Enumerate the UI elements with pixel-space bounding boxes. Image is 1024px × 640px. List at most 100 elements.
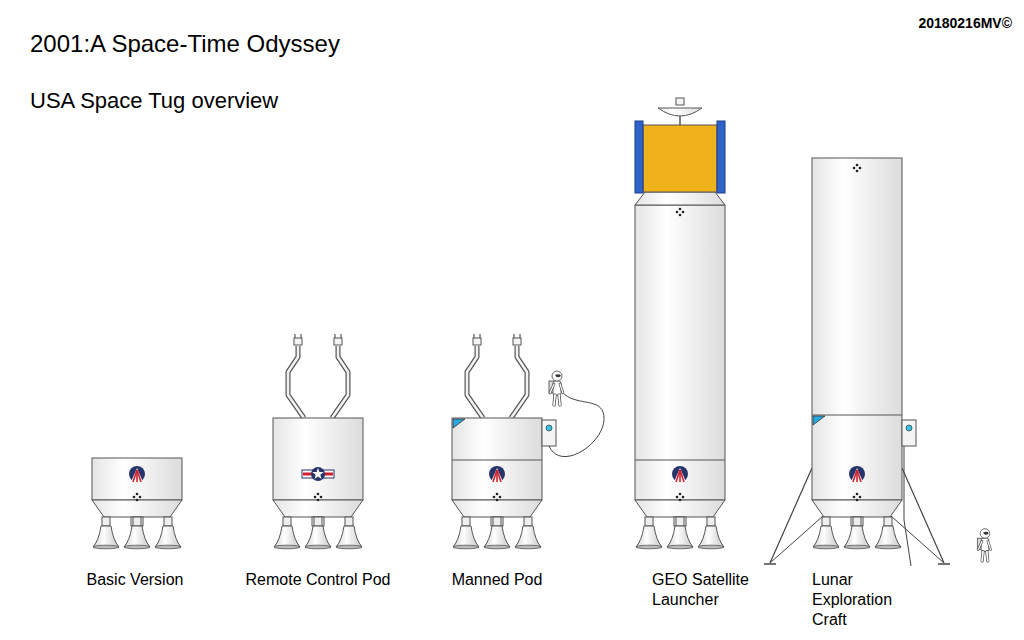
emblem-stripe bbox=[493, 470, 497, 482]
suit-arms-fill bbox=[550, 384, 563, 393]
rcs-dot bbox=[679, 499, 682, 502]
emblem-stripe bbox=[133, 470, 137, 482]
rcs-dot bbox=[317, 499, 320, 502]
engine-mount bbox=[131, 517, 143, 526]
nozzle-exit bbox=[453, 545, 479, 549]
roundel-disc bbox=[311, 467, 325, 481]
nozzle-exit bbox=[844, 545, 870, 549]
arm-claw bbox=[513, 338, 521, 345]
nozzle-exit bbox=[155, 545, 181, 549]
claw-finger bbox=[479, 334, 480, 338]
antenna-dish bbox=[658, 108, 702, 116]
arm-frame-inner bbox=[467, 346, 483, 418]
tug-body bbox=[812, 158, 902, 500]
tug-body bbox=[273, 418, 363, 500]
umbilical-line bbox=[904, 446, 911, 566]
claw-finger bbox=[340, 334, 341, 338]
suit-arms bbox=[978, 541, 990, 550]
suit-arms-fill bbox=[978, 541, 990, 550]
nozzle-exit bbox=[274, 545, 300, 549]
arm-frame-inner bbox=[511, 346, 527, 418]
nozzle-exit bbox=[124, 545, 150, 549]
engine-mount bbox=[491, 517, 503, 526]
airlock-port bbox=[906, 425, 912, 431]
emblem-stripe bbox=[853, 470, 857, 482]
nozzle-exit bbox=[813, 545, 839, 549]
engine-throat bbox=[164, 517, 172, 526]
rcs-dot bbox=[676, 211, 679, 214]
thrust-skirt bbox=[635, 500, 725, 517]
visor bbox=[555, 374, 561, 377]
rcs-dot bbox=[856, 164, 859, 167]
rcs-dot bbox=[679, 493, 682, 496]
arm-claw bbox=[294, 338, 302, 345]
window-triangle bbox=[453, 419, 465, 428]
emblem-disc bbox=[489, 466, 505, 482]
arm-claw bbox=[334, 338, 342, 345]
rcs-dot bbox=[859, 167, 862, 170]
rcs-dot bbox=[676, 496, 679, 499]
rcs-dot bbox=[499, 496, 502, 499]
claw-finger bbox=[334, 334, 335, 338]
engine-throat bbox=[102, 517, 110, 526]
emblem-stripe bbox=[857, 470, 861, 482]
emblem-field bbox=[674, 468, 686, 482]
tug-body bbox=[92, 458, 182, 500]
emblem-field bbox=[131, 468, 143, 482]
claw-finger bbox=[513, 334, 514, 338]
claw-finger bbox=[294, 334, 295, 338]
space-tug bbox=[452, 418, 556, 549]
rcs-dot bbox=[853, 167, 856, 170]
subtitle: USA Space Tug overview bbox=[30, 88, 350, 114]
nozzle-exit bbox=[698, 545, 724, 549]
rcs-dot bbox=[856, 170, 859, 173]
thrust-skirt bbox=[452, 500, 542, 517]
rcs-dot bbox=[682, 211, 685, 214]
engine-throat bbox=[283, 517, 291, 526]
engine-bell bbox=[813, 526, 839, 547]
claw-finger bbox=[519, 334, 520, 338]
space-tug bbox=[273, 418, 363, 549]
emblem-field bbox=[491, 468, 503, 482]
engine-bell bbox=[875, 526, 901, 547]
engine-mount bbox=[851, 517, 863, 526]
rcs-dot bbox=[856, 499, 859, 502]
rcs-dot bbox=[314, 496, 317, 499]
thrust-skirt bbox=[273, 500, 363, 517]
antenna-feed bbox=[676, 98, 684, 105]
engine-bell bbox=[698, 526, 724, 547]
arm-frame bbox=[467, 346, 483, 418]
engine-throat bbox=[884, 517, 892, 526]
engine-bell bbox=[453, 526, 479, 547]
engine-throat bbox=[462, 517, 470, 526]
space-tug bbox=[812, 158, 916, 549]
section-joint bbox=[635, 460, 725, 461]
variant-label: Remote Control Pod bbox=[223, 570, 413, 590]
rcs-dot bbox=[679, 208, 682, 211]
roundel-star bbox=[312, 468, 323, 479]
tether-line bbox=[549, 392, 604, 457]
engine-bell bbox=[93, 526, 119, 547]
rcs-dot bbox=[682, 496, 685, 499]
rcs-dot bbox=[853, 496, 856, 499]
window-triangle bbox=[813, 416, 825, 425]
rcs-dot bbox=[493, 496, 496, 499]
nozzle-exit bbox=[515, 545, 541, 549]
thrust-skirt bbox=[812, 500, 902, 517]
tug-body bbox=[635, 205, 725, 500]
emblem-disc bbox=[849, 466, 865, 482]
rcs-dot bbox=[859, 496, 862, 499]
claw-finger bbox=[473, 334, 474, 338]
nozzle-exit bbox=[484, 545, 510, 549]
astronaut bbox=[549, 371, 563, 405]
payload-adapter bbox=[635, 192, 725, 205]
arm-frame-inner bbox=[332, 346, 348, 418]
engine-throat bbox=[133, 517, 141, 526]
engine-bell bbox=[155, 526, 181, 547]
nozzle-exit bbox=[667, 545, 693, 549]
engine-throat bbox=[314, 517, 322, 526]
airlock-box bbox=[902, 420, 916, 446]
emblem-stripe bbox=[680, 470, 684, 482]
solar-panel bbox=[717, 121, 725, 193]
section-joint bbox=[452, 460, 542, 461]
